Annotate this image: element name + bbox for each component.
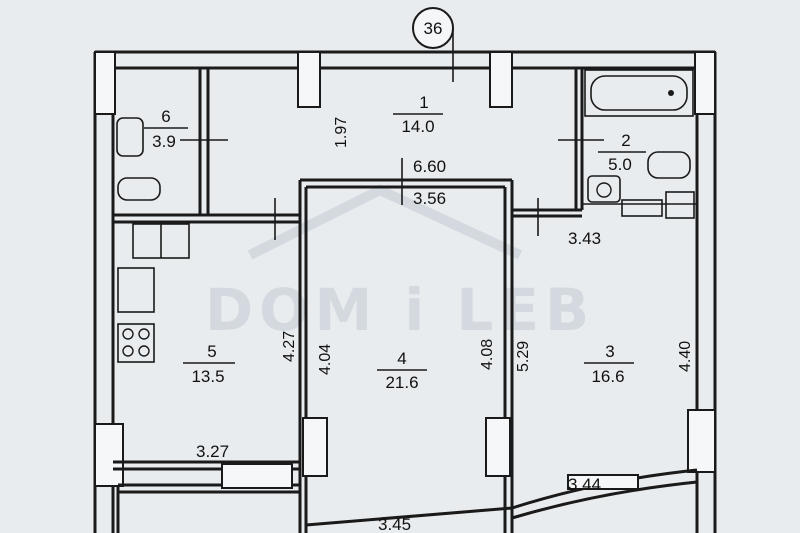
wall-pier xyxy=(94,423,124,487)
outer-walls xyxy=(93,50,717,533)
stove xyxy=(117,323,155,363)
room-3-area: 16.6 xyxy=(591,367,624,386)
wall-pier xyxy=(687,409,716,473)
sink-6 xyxy=(116,117,144,157)
watermark-text: DOM i LEB xyxy=(205,276,595,344)
bathtub-inner xyxy=(590,75,688,111)
room-5-area: 13.5 xyxy=(191,367,224,386)
washer xyxy=(621,199,663,217)
door-marks xyxy=(180,139,604,240)
window xyxy=(567,474,639,490)
dim-4-40: 4.40 xyxy=(677,341,694,372)
room-2-area: 5.0 xyxy=(608,155,632,174)
dim-1-97: 1.97 xyxy=(333,117,350,148)
kitchen-sink xyxy=(117,267,155,313)
apartment-badge: 36 xyxy=(412,7,454,82)
room-1-id: 1 xyxy=(419,93,428,112)
wall-pier xyxy=(694,51,716,115)
wall-pier xyxy=(94,51,116,115)
dim-4-04: 4.04 xyxy=(317,344,334,375)
room-2-id: 2 xyxy=(621,131,630,150)
apartment-number: 36 xyxy=(424,19,443,38)
room-1-area: 14.0 xyxy=(401,117,434,136)
room-6-id: 6 xyxy=(161,107,170,126)
sink xyxy=(587,175,621,203)
dimension-labels: 1.97 6.60 3.56 3.43 4.27 4.04 4.08 5.29 … xyxy=(196,117,694,533)
toilet xyxy=(647,151,691,179)
wall-pier xyxy=(302,417,328,477)
dim-3-44: 3.44 xyxy=(568,475,601,494)
window xyxy=(221,463,293,489)
dim-3-45: 3.45 xyxy=(378,515,411,533)
room-4-area: 21.6 xyxy=(385,373,418,392)
dim-3-56: 3.56 xyxy=(413,189,446,208)
room-6-area: 3.9 xyxy=(152,132,176,151)
room-4-id: 4 xyxy=(397,349,406,368)
bathtub xyxy=(584,69,694,117)
boiler xyxy=(665,191,695,219)
toilet-6 xyxy=(117,177,161,201)
dim-5-29: 5.29 xyxy=(515,341,532,372)
dim-4-08: 4.08 xyxy=(479,339,496,370)
interior-walls xyxy=(113,68,698,533)
room-5-id: 5 xyxy=(207,342,216,361)
wall-pier xyxy=(485,417,511,477)
wall-pier xyxy=(297,51,321,108)
fixtures xyxy=(116,69,695,363)
dim-3-27: 3.27 xyxy=(196,442,229,461)
room-labels: 1 14.0 2 5.0 3 16.6 4 21.6 5 13.5 6 3.9 xyxy=(144,93,646,392)
dim-6-60: 6.60 xyxy=(413,157,446,176)
dim-3-43: 3.43 xyxy=(568,229,601,248)
wall-pier xyxy=(489,51,513,108)
dim-4-27: 4.27 xyxy=(281,331,298,362)
watermark-logo: DOM i LEB xyxy=(205,184,595,344)
room-3-id: 3 xyxy=(605,342,614,361)
